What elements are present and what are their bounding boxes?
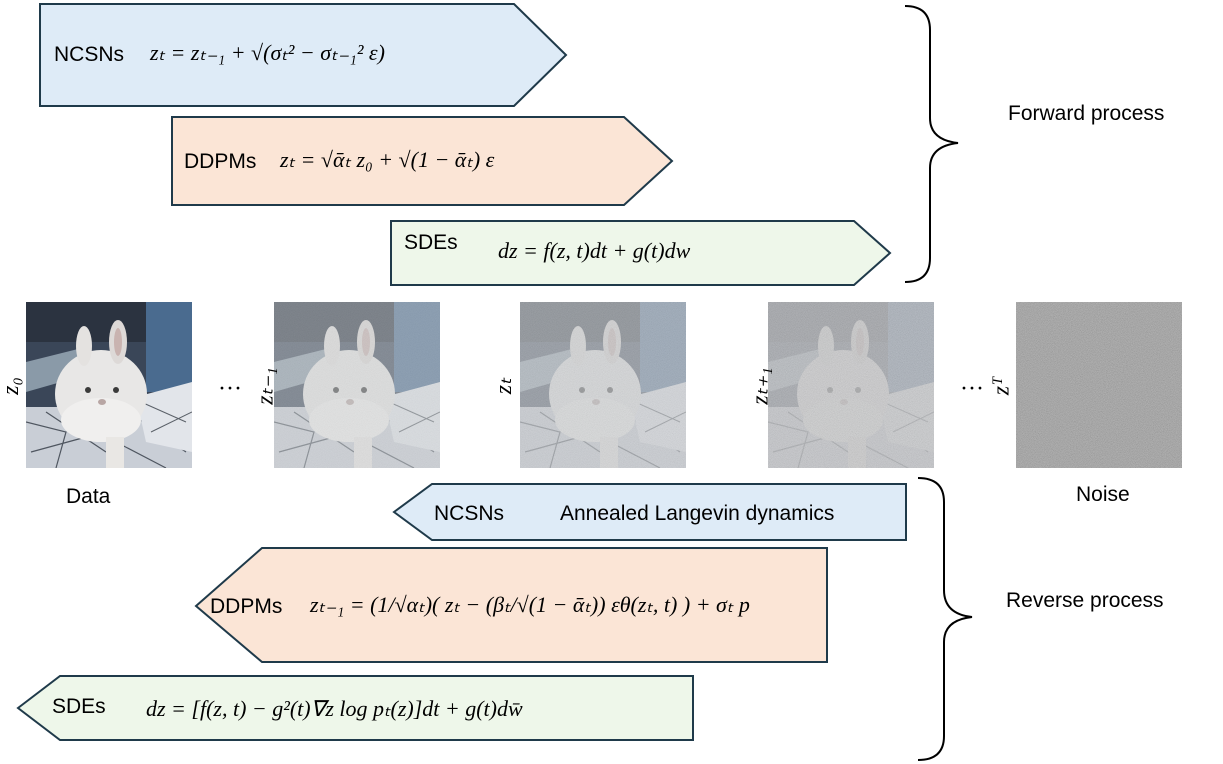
reverse-ddpm-equation: zₜ₋₁ = (1/√αₜ)( zₜ − (βₜ/√(1 − ᾱₜ)) εθ(z… <box>310 592 750 617</box>
frame-label-4: zᵀ <box>988 376 1015 396</box>
reverse-ncsn-arrow <box>392 483 907 541</box>
frame-image-2 <box>520 302 686 468</box>
frame-image-4 <box>1016 302 1182 468</box>
forward-ncsn-name: NCSNs <box>54 43 125 66</box>
reverse-sde-name: SDEs <box>52 695 106 718</box>
frame-image-3 <box>768 302 934 468</box>
forward-sde-arrow <box>390 220 892 286</box>
reverse-ddpm-name: DDPMs <box>210 595 283 618</box>
forward-ncsn-arrow <box>39 3 568 107</box>
reverse-brace <box>917 477 973 761</box>
forward-ddpm-name: DDPMs <box>184 150 257 173</box>
forward-sde-equation: dz = f(z, t)dt + g(t)dw <box>498 238 691 263</box>
forward-process-label: Forward process <box>1008 102 1165 125</box>
ellipsis-right: ··· <box>960 376 984 402</box>
reverse-sde-equation: dz = [f(z, t) − g²(t)∇z log pₜ(z)]dt + g… <box>146 696 523 721</box>
reverse-sde-arrow <box>16 675 694 741</box>
forward-brace <box>904 5 959 283</box>
forward-ddpm-arrow <box>171 116 674 206</box>
frame-image-1 <box>274 302 440 468</box>
frame-label-3: zₜ₊₁ <box>747 367 774 405</box>
reverse-process-label: Reverse process <box>1006 589 1164 612</box>
reverse-ncsn-name: NCSNs <box>434 502 505 525</box>
frame-label-1: zₜ₋₁ <box>252 367 279 405</box>
reverse-ddpm-arrow <box>194 547 828 663</box>
noise-caption: Noise <box>1076 483 1130 506</box>
frame-label-2: zₜ <box>491 377 518 395</box>
frame-label-0: z₀ <box>0 377 24 395</box>
forward-sde-name: SDEs <box>404 231 458 254</box>
frame-image-0 <box>26 302 192 468</box>
forward-ddpm-equation: zₜ = √ᾱₜ z₀ + √(1 − ᾱₜ) ε <box>280 147 495 172</box>
ellipsis-left: ··· <box>218 376 242 402</box>
data-caption: Data <box>66 485 111 508</box>
forward-ncsn-equation: zₜ = zₜ₋₁ + √(σₜ² − σₜ₋₁² ε) <box>150 40 385 65</box>
reverse-ncsn-equation: Annealed Langevin dynamics <box>560 502 835 525</box>
